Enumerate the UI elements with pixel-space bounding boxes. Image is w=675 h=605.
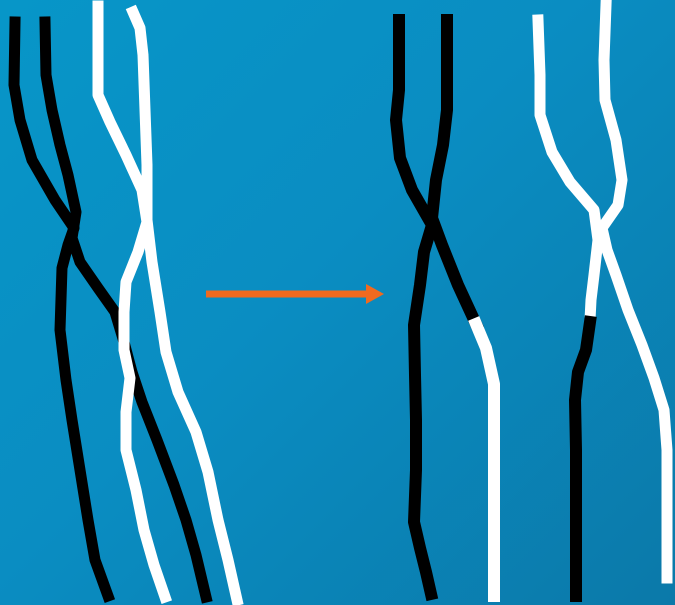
white-chromatid-recombinant-top [538, 20, 598, 320]
white-segment-recombinant-bottom [476, 324, 494, 596]
black-chromatid-parental [396, 20, 432, 594]
black-segment-recombinant-bottom [575, 322, 590, 596]
process-arrow [206, 284, 384, 304]
panel-before [14, 6, 237, 600]
white-chromatid-parental [602, 5, 667, 578]
panel-after [396, 5, 667, 596]
black-chromatid-recombinant-top [432, 20, 476, 324]
arrow-head [366, 284, 384, 304]
black-chromatid-1 [14, 22, 108, 596]
